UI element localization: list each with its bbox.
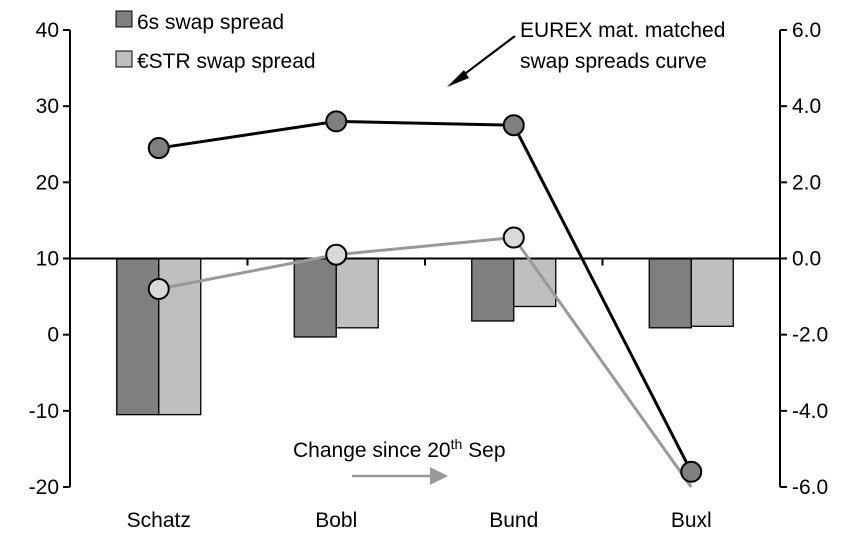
legend-label-estr: €STR swap spread [137, 50, 316, 73]
legend-swatch-6s [115, 10, 133, 28]
curve-annotation-arrow [457, 35, 516, 80]
point-6s-schatz [147, 137, 170, 160]
legend-label-6s: 6s swap spread [137, 11, 284, 34]
right-tick-label: 0.0 [792, 248, 821, 271]
left-tick-label: 20 [36, 171, 59, 194]
bar-6s-bund [471, 257, 515, 322]
right-tick-label: 6.0 [792, 19, 821, 42]
curve-label-line1: EUREX mat. matched [520, 19, 725, 42]
category-label-schatz: Schatz [127, 509, 191, 532]
line-6s [158, 119, 693, 473]
lines-layer [147, 110, 703, 488]
change-arrowhead [430, 467, 448, 485]
curve-label-line2: swap spreads curve [520, 50, 707, 73]
point-estr-bund [502, 226, 525, 249]
point-estr-schatz [147, 277, 170, 300]
change-label-main: Change since 20 [293, 439, 451, 462]
right-tick-label: 4.0 [792, 95, 821, 118]
left-tick-label: 10 [36, 248, 59, 271]
curve-annotation-arrowhead [447, 70, 469, 87]
left-tick-label: -10 [29, 400, 59, 423]
axes-layer: 403020100-10-206.04.02.00.0-2.0-4.0-6.0S… [29, 19, 829, 532]
right-tick-label: -2.0 [792, 324, 828, 347]
change-annotation: Change since 20th Sep [293, 436, 506, 485]
point-6s-bobl [325, 110, 348, 133]
left-tick-label: 0 [47, 324, 59, 347]
right-tick-label: -4.0 [792, 400, 828, 423]
line-estr [158, 235, 693, 488]
curve-annotation: EUREX mat. matched swap spreads curve [447, 19, 725, 87]
point-6s-bund [502, 114, 525, 137]
right-tick-label: 2.0 [792, 171, 821, 194]
category-label-buxl: Buxl [671, 509, 712, 532]
left-tick-label: -20 [29, 476, 59, 499]
point-estr-bobl [325, 243, 348, 266]
point-6s-buxl [680, 460, 703, 483]
change-label: Change since 20th Sep [293, 436, 506, 462]
left-tick-label: 30 [36, 95, 59, 118]
change-label-suffix: Sep [462, 439, 505, 462]
legend: 6s swap spread €STR swap spread [115, 10, 316, 73]
bar-estr-buxl [690, 257, 734, 327]
bar-estr-bobl [335, 257, 379, 329]
category-label-bobl: Bobl [315, 509, 357, 532]
left-tick-label: 40 [36, 19, 59, 42]
legend-swatch-estr [115, 50, 133, 68]
bar-6s-bobl [293, 257, 337, 338]
change-label-sup: th [451, 436, 463, 452]
bars-layer [116, 257, 734, 416]
right-tick-label: -6.0 [792, 476, 828, 499]
category-label-bund: Bund [489, 509, 538, 532]
bar-6s-buxl [648, 257, 692, 329]
